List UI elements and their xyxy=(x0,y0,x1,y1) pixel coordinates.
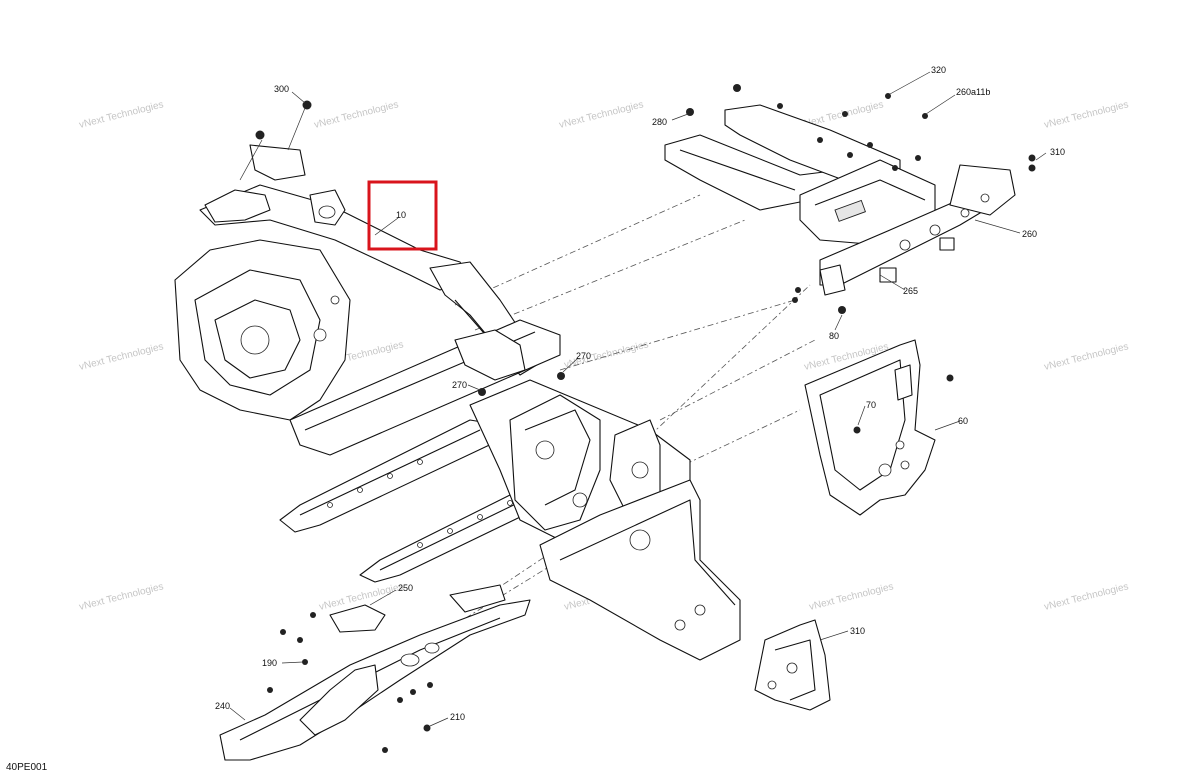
callout-270: 270 xyxy=(576,351,591,361)
bolt-icon xyxy=(817,137,823,143)
callout-300: 310 xyxy=(850,626,865,636)
assembly-guide-lines xyxy=(429,194,816,641)
nut-icon xyxy=(427,682,433,688)
nut-icon xyxy=(478,388,486,396)
bolt-icon xyxy=(853,426,861,434)
highlight-box xyxy=(367,180,438,251)
bolt-icon xyxy=(795,287,801,293)
nut-icon xyxy=(397,697,403,703)
bracket-300 xyxy=(754,619,831,711)
callout-265: 265 xyxy=(903,286,918,296)
nut-icon xyxy=(410,689,416,695)
bolt-icon xyxy=(777,103,783,109)
watermark: vNext Technologies xyxy=(78,99,165,131)
bolt-icon xyxy=(885,93,891,99)
svg-text:vNext Technologies: vNext Technologies xyxy=(808,581,895,613)
bolt-icon xyxy=(280,629,286,635)
nut-icon xyxy=(1028,154,1036,162)
watermark: vNext Technologies xyxy=(313,99,400,131)
watermark: vNext Technologies xyxy=(1043,99,1130,131)
callout-250: 250 xyxy=(398,583,413,593)
svg-text:vNext Technologies: vNext Technologies xyxy=(1043,581,1130,613)
bolt-icon xyxy=(297,637,303,643)
callout-240: 240 xyxy=(215,701,230,711)
callout-80: 80 xyxy=(829,331,839,341)
nut-icon xyxy=(686,108,694,116)
bolt-icon xyxy=(915,155,921,161)
lower-arm xyxy=(219,584,531,761)
bolt-icon xyxy=(310,612,316,618)
callout-310: 300 xyxy=(274,84,289,94)
nut-icon xyxy=(557,372,565,380)
nut-icon xyxy=(733,84,741,92)
watermark: vNext Technologies xyxy=(808,581,895,613)
callout-70: 70 xyxy=(866,400,876,410)
svg-text:vNext Technologies: vNext Technologies xyxy=(1043,341,1130,373)
nut-icon xyxy=(255,130,265,140)
callout-labels: 300 10 280 320 260a11b 310 260 265 80 60… xyxy=(215,65,1065,722)
callout-270: 270 xyxy=(452,380,467,390)
nut-icon xyxy=(382,747,388,753)
side-bracket xyxy=(804,339,936,516)
callout-310: 310 xyxy=(1050,147,1065,157)
main-frame xyxy=(174,144,741,661)
bolt-icon xyxy=(792,297,798,303)
nut-icon xyxy=(423,724,431,732)
bolt-icon xyxy=(847,152,853,158)
svg-text:vNext Technologies: vNext Technologies xyxy=(313,99,400,131)
callout-280: 280 xyxy=(652,117,667,127)
watermark: vNext Technologies xyxy=(78,581,165,613)
watermark: vNext Technologies xyxy=(78,341,165,373)
svg-text:vNext Technologies: vNext Technologies xyxy=(558,99,645,131)
bolt-icon xyxy=(867,142,873,148)
callout-leaders xyxy=(229,71,1047,727)
nut-icon xyxy=(838,306,846,314)
bolt-icon xyxy=(302,659,308,665)
bolt-icon xyxy=(267,687,273,693)
callout-10: 10 xyxy=(396,210,406,220)
svg-text:vNext Technologies: vNext Technologies xyxy=(78,341,165,373)
nut-icon xyxy=(1028,164,1036,172)
callout-210: 210 xyxy=(450,712,465,722)
callout-260a11b: 260a11b xyxy=(956,87,990,97)
bolt-icon xyxy=(892,165,898,171)
callout-260: 260 xyxy=(1022,229,1037,239)
svg-text:vNext Technologies: vNext Technologies xyxy=(78,99,165,131)
callout-190: 190 xyxy=(262,658,277,668)
watermark: vNext Technologies xyxy=(1043,341,1130,373)
callout-60: 60 xyxy=(958,416,968,426)
bolt-icon xyxy=(842,111,848,117)
callout-320: 320 xyxy=(931,65,946,75)
rear-subframe xyxy=(664,104,1016,296)
svg-text:vNext Technologies: vNext Technologies xyxy=(78,581,165,613)
watermark: vNext Technologies xyxy=(1043,581,1130,613)
figure-code: 40PE001 xyxy=(6,762,48,773)
bolt-icon xyxy=(922,113,928,119)
watermark: vNext Technologies xyxy=(558,99,645,131)
svg-text:vNext Technologies: vNext Technologies xyxy=(1043,99,1130,131)
bolt-icon xyxy=(946,374,954,382)
